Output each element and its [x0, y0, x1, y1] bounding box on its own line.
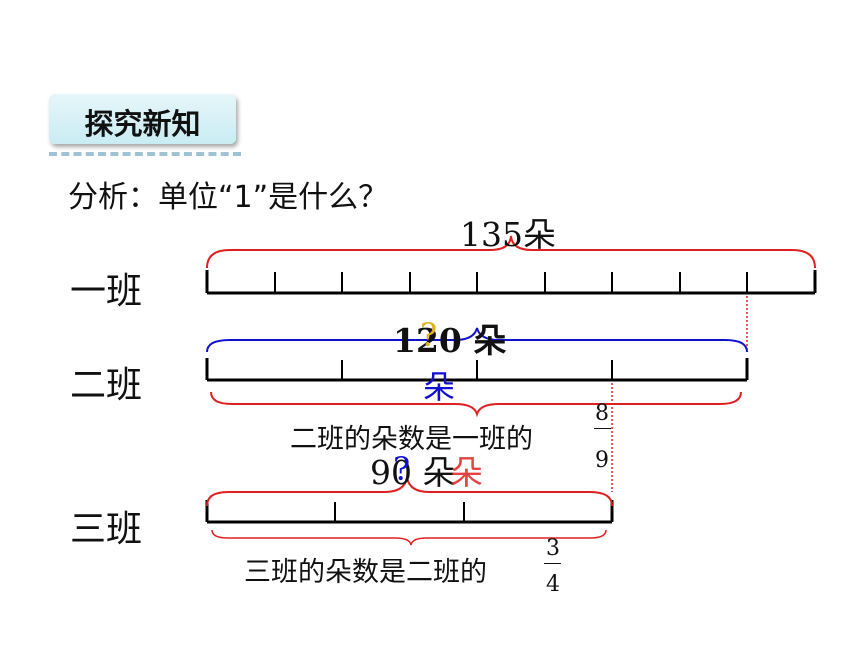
class3-brace — [206, 477, 613, 507]
fraction-1-numerator: 8 — [595, 401, 609, 426]
fraction-2-numerator: 3 — [546, 536, 560, 561]
class2-brace-red — [210, 391, 742, 418]
class3-label: 三班 — [70, 509, 143, 550]
fraction-1-bar — [594, 428, 611, 429]
section-title: 探究新知 — [84, 107, 201, 141]
fraction-1-denominator: 9 — [595, 448, 609, 473]
class3-value-label: 90 朵 — [370, 453, 456, 492]
class1-label: 一班 — [70, 271, 143, 312]
analysis-prompt: 分析：单位“1”是什么？ — [68, 180, 389, 215]
relation-2-text: 三班的朵数是二班的 — [244, 557, 487, 588]
fraction-2-bar — [544, 563, 561, 564]
class2-segment-line — [205, 358, 749, 382]
total-class1-label: 135朵 — [460, 215, 556, 254]
relation-1-text: 二班的朵数是一班的 — [290, 424, 533, 455]
class2-label: 二班 — [70, 365, 143, 406]
class3-brace-under — [211, 529, 607, 546]
class2-unit-blue: 朵 — [423, 368, 456, 406]
class2-value-label: 120 朵 — [393, 321, 507, 360]
class2-brace-blue — [206, 327, 748, 353]
class1-segment-line — [205, 270, 817, 295]
class3-question-mark: ? — [393, 450, 411, 488]
class1-total-brace — [206, 235, 816, 269]
fraction-2-denominator: 4 — [546, 572, 560, 597]
section-divider — [49, 152, 241, 156]
class3-unit-red: 朵 — [450, 453, 483, 492]
class3-segment-line — [205, 500, 614, 524]
section-tag: 探究新知 — [49, 94, 236, 144]
class2-question-mark: ? — [420, 316, 438, 354]
